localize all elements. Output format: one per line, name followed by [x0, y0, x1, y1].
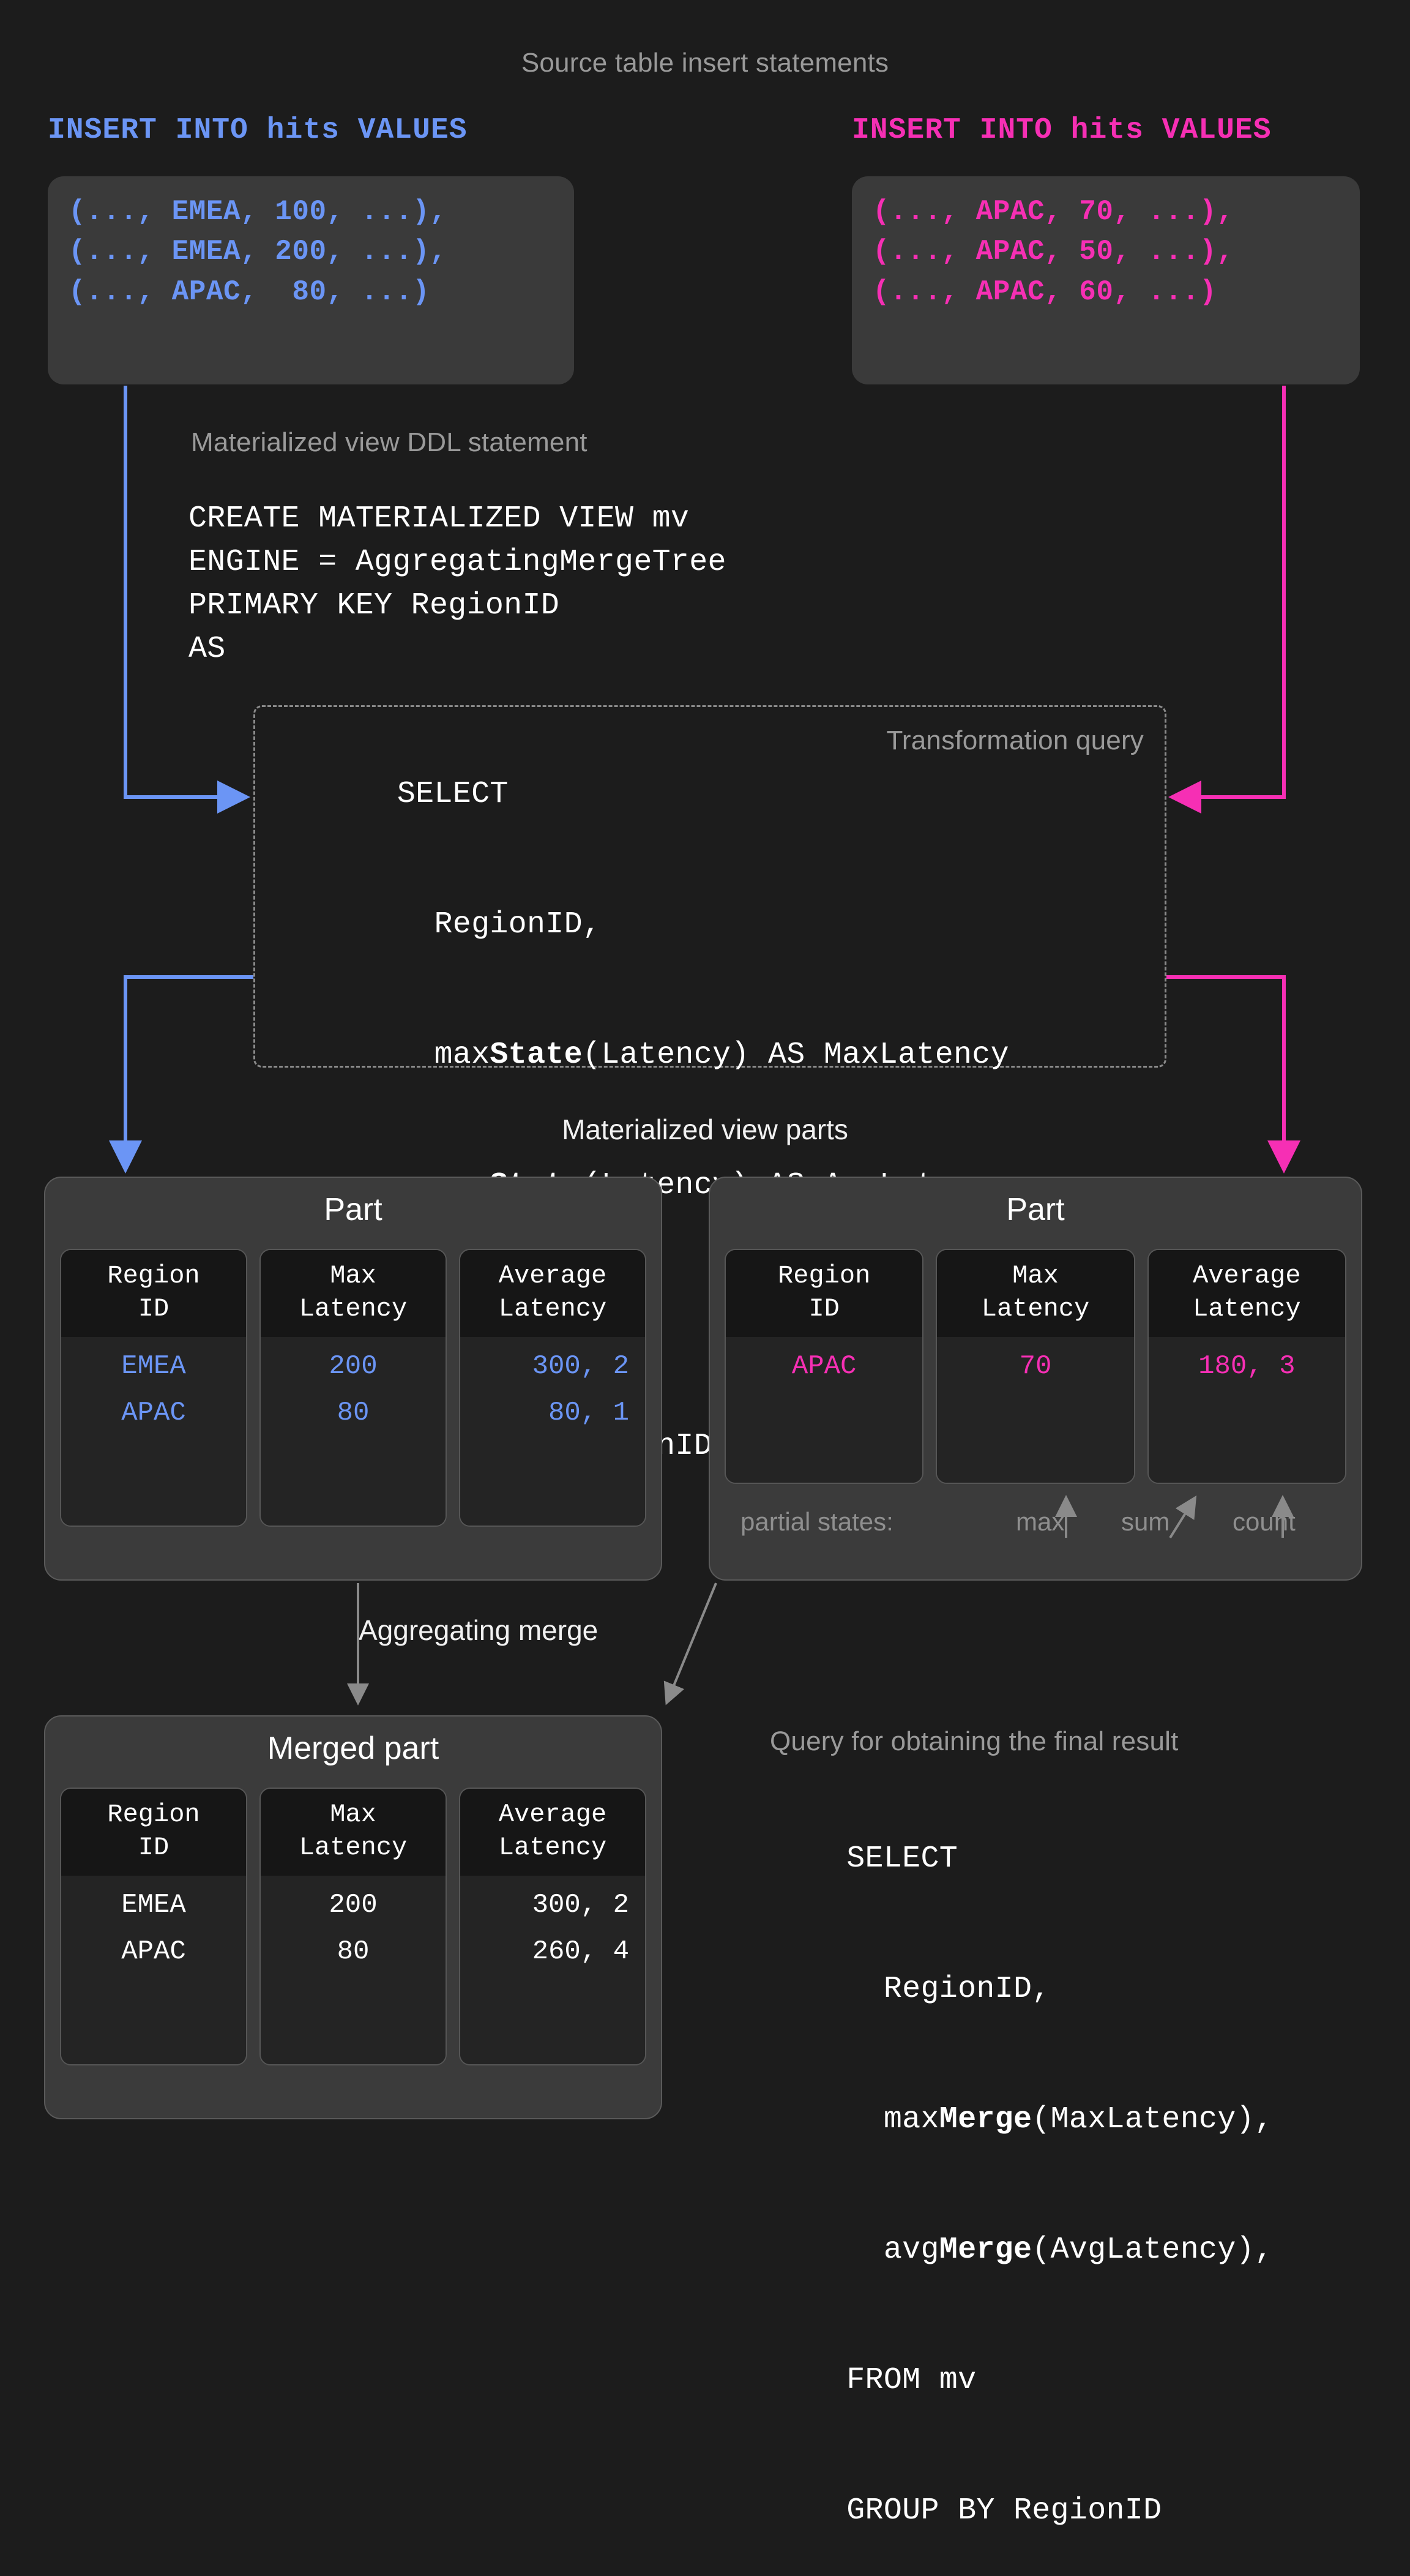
final-query-line-bold: Merge [939, 2102, 1032, 2137]
cell: 180, 3 [1198, 1350, 1296, 1382]
final-query-line: FROM mv [772, 2315, 1273, 2446]
cell: 200 [329, 1889, 378, 1920]
partial-state-sum: sum [1121, 1507, 1170, 1536]
final-query-line: GROUP BY RegionID [772, 2446, 1273, 2576]
ddl-line: ENGINE = AggregatingMergeTree [188, 545, 726, 580]
transformation-line: RegionID, [286, 859, 1009, 990]
cell: 300, 2 [532, 1889, 629, 1920]
part-right-title: Part [1006, 1192, 1065, 1227]
column-header: Average Latency [460, 1789, 645, 1876]
final-query-block: SELECT RegionID, maxMerge(MaxLatency), a… [772, 1794, 1273, 2576]
cell: 80 [337, 1397, 370, 1428]
merged-part-title: Merged part [267, 1731, 439, 1766]
final-query-line-pre: RegionID, [846, 1972, 1051, 2007]
transformation-line-post: (Latency) AS MaxLatency [582, 1038, 1009, 1073]
transformation-query-caption: Transformation query [886, 725, 1144, 755]
ddl-line: PRIMARY KEY RegionID [188, 588, 560, 623]
ddl-caption: Materialized view DDL statement [191, 427, 588, 457]
right-insert-row: (..., APAC, 60, ...) [873, 275, 1217, 308]
cell: 300, 2 [532, 1350, 629, 1382]
final-query-line-post: (MaxLatency), [1032, 2102, 1274, 2137]
cell: APAC [121, 1936, 186, 1967]
right-insert-row: (..., APAC, 50, ...), [873, 236, 1234, 268]
column-header: Max Latency [261, 1250, 446, 1337]
final-query-line: SELECT [772, 1794, 1273, 1924]
transformation-line: maxState(Latency) AS MaxLatency [286, 990, 1009, 1120]
left-insert-header: INSERT INTO hits VALUES [48, 114, 468, 147]
final-query-line-bold: Merge [939, 2233, 1032, 2267]
final-query-line-pre: FROM mv [846, 2363, 977, 2398]
cell: 260, 4 [532, 1936, 629, 1967]
merged-column-averagelatency: Average Latency 300, 2 260, 4 [459, 1788, 646, 2065]
column-header: Region ID [726, 1250, 923, 1337]
left-insert-row: (..., EMEA, 200, ...), [69, 236, 447, 268]
transformation-line: SELECT [286, 729, 1009, 859]
left-insert-row: (..., EMEA, 100, ...), [69, 196, 447, 228]
partial-states-label: partial states: [740, 1507, 893, 1536]
final-query-line-pre: SELECT [846, 1841, 958, 1876]
final-query-line: avgMerge(AvgLatency), [772, 2185, 1273, 2315]
final-query-line-post: (AvgLatency), [1032, 2233, 1274, 2267]
transformation-line-bold: State [490, 1038, 583, 1073]
aggregating-merge-label: Aggregating merge [359, 1614, 599, 1646]
final-query-line-pre: max [846, 2102, 939, 2137]
cell: 80, 1 [548, 1397, 629, 1428]
part-right: Part Region ID APAC Max Latency 70 Avera… [709, 1177, 1362, 1581]
transformation-line-pre: RegionID, [397, 907, 602, 942]
part-right-column-maxlatency: Max Latency 70 [936, 1249, 1135, 1484]
column-header: Average Latency [1148, 1250, 1345, 1337]
right-insert-row: (..., APAC, 70, ...), [873, 196, 1234, 228]
cell: 80 [337, 1936, 370, 1967]
left-insert-card: (..., EMEA, 100, ...), (..., EMEA, 200, … [48, 176, 574, 384]
arrow-right-part-to-merged [663, 1582, 717, 1705]
right-insert-header: INSERT INTO hits VALUES [852, 114, 1272, 147]
materialized-view-parts-title: Materialized view parts [562, 1114, 848, 1145]
right-insert-card: (..., APAC, 70, ...), (..., APAC, 50, ..… [852, 176, 1360, 384]
column-header: Average Latency [460, 1250, 645, 1337]
merged-column-regionid: Region ID EMEA APAC [60, 1788, 247, 2065]
source-insert-title: Source table insert statements [521, 48, 889, 78]
final-query-line: RegionID, [772, 1924, 1273, 2054]
left-insert-row: (..., APAC, 80, ...) [69, 275, 430, 308]
arrow-right-insert-to-transformation [1168, 386, 1286, 814]
merged-column-maxlatency: Max Latency 200 80 [259, 1788, 447, 2065]
transformation-line-pre: max [397, 1038, 490, 1073]
part-left-column-averagelatency: Average Latency 300, 2 80, 1 [459, 1249, 646, 1527]
merged-part: Merged part Region ID EMEA APAC Max Late… [44, 1715, 662, 2119]
transformation-line-pre: SELECT [397, 777, 509, 812]
ddl-block: CREATE MATERIALIZED VIEW mv ENGINE = Agg… [188, 497, 726, 671]
final-query-line: maxMerge(MaxLatency), [772, 2054, 1273, 2185]
column-header: Max Latency [261, 1789, 446, 1876]
part-right-column-averagelatency: Average Latency 180, 3 [1147, 1249, 1346, 1484]
partial-state-count: count [1233, 1507, 1296, 1536]
cell: 70 [1019, 1350, 1052, 1382]
part-left-column-regionid: Region ID EMEA APAC [60, 1249, 247, 1527]
part-right-column-regionid: Region ID APAC [725, 1249, 924, 1484]
ddl-line: CREATE MATERIALIZED VIEW mv [188, 501, 690, 536]
final-query-line-pre: avg [846, 2233, 939, 2267]
cell: 200 [329, 1350, 378, 1382]
partial-state-max: max [1016, 1507, 1065, 1536]
cell: EMEA [121, 1350, 186, 1382]
final-query-line-pre: GROUP BY RegionID [846, 2493, 1162, 2528]
transformation-query-box: Transformation query SELECT RegionID, ma… [253, 705, 1166, 1464]
column-header: Region ID [61, 1789, 246, 1876]
part-left: Part Region ID EMEA APAC Max Latency 200… [44, 1177, 662, 1581]
part-left-column-maxlatency: Max Latency 200 80 [259, 1249, 447, 1527]
cell: APAC [121, 1397, 186, 1428]
column-header: Max Latency [937, 1250, 1134, 1337]
ddl-line: AS [188, 632, 226, 667]
cell: APAC [791, 1350, 857, 1382]
column-header: Region ID [61, 1250, 246, 1337]
part-left-title: Part [324, 1192, 382, 1227]
cell: EMEA [121, 1889, 186, 1920]
final-query-caption: Query for obtaining the final result [770, 1726, 1179, 1756]
